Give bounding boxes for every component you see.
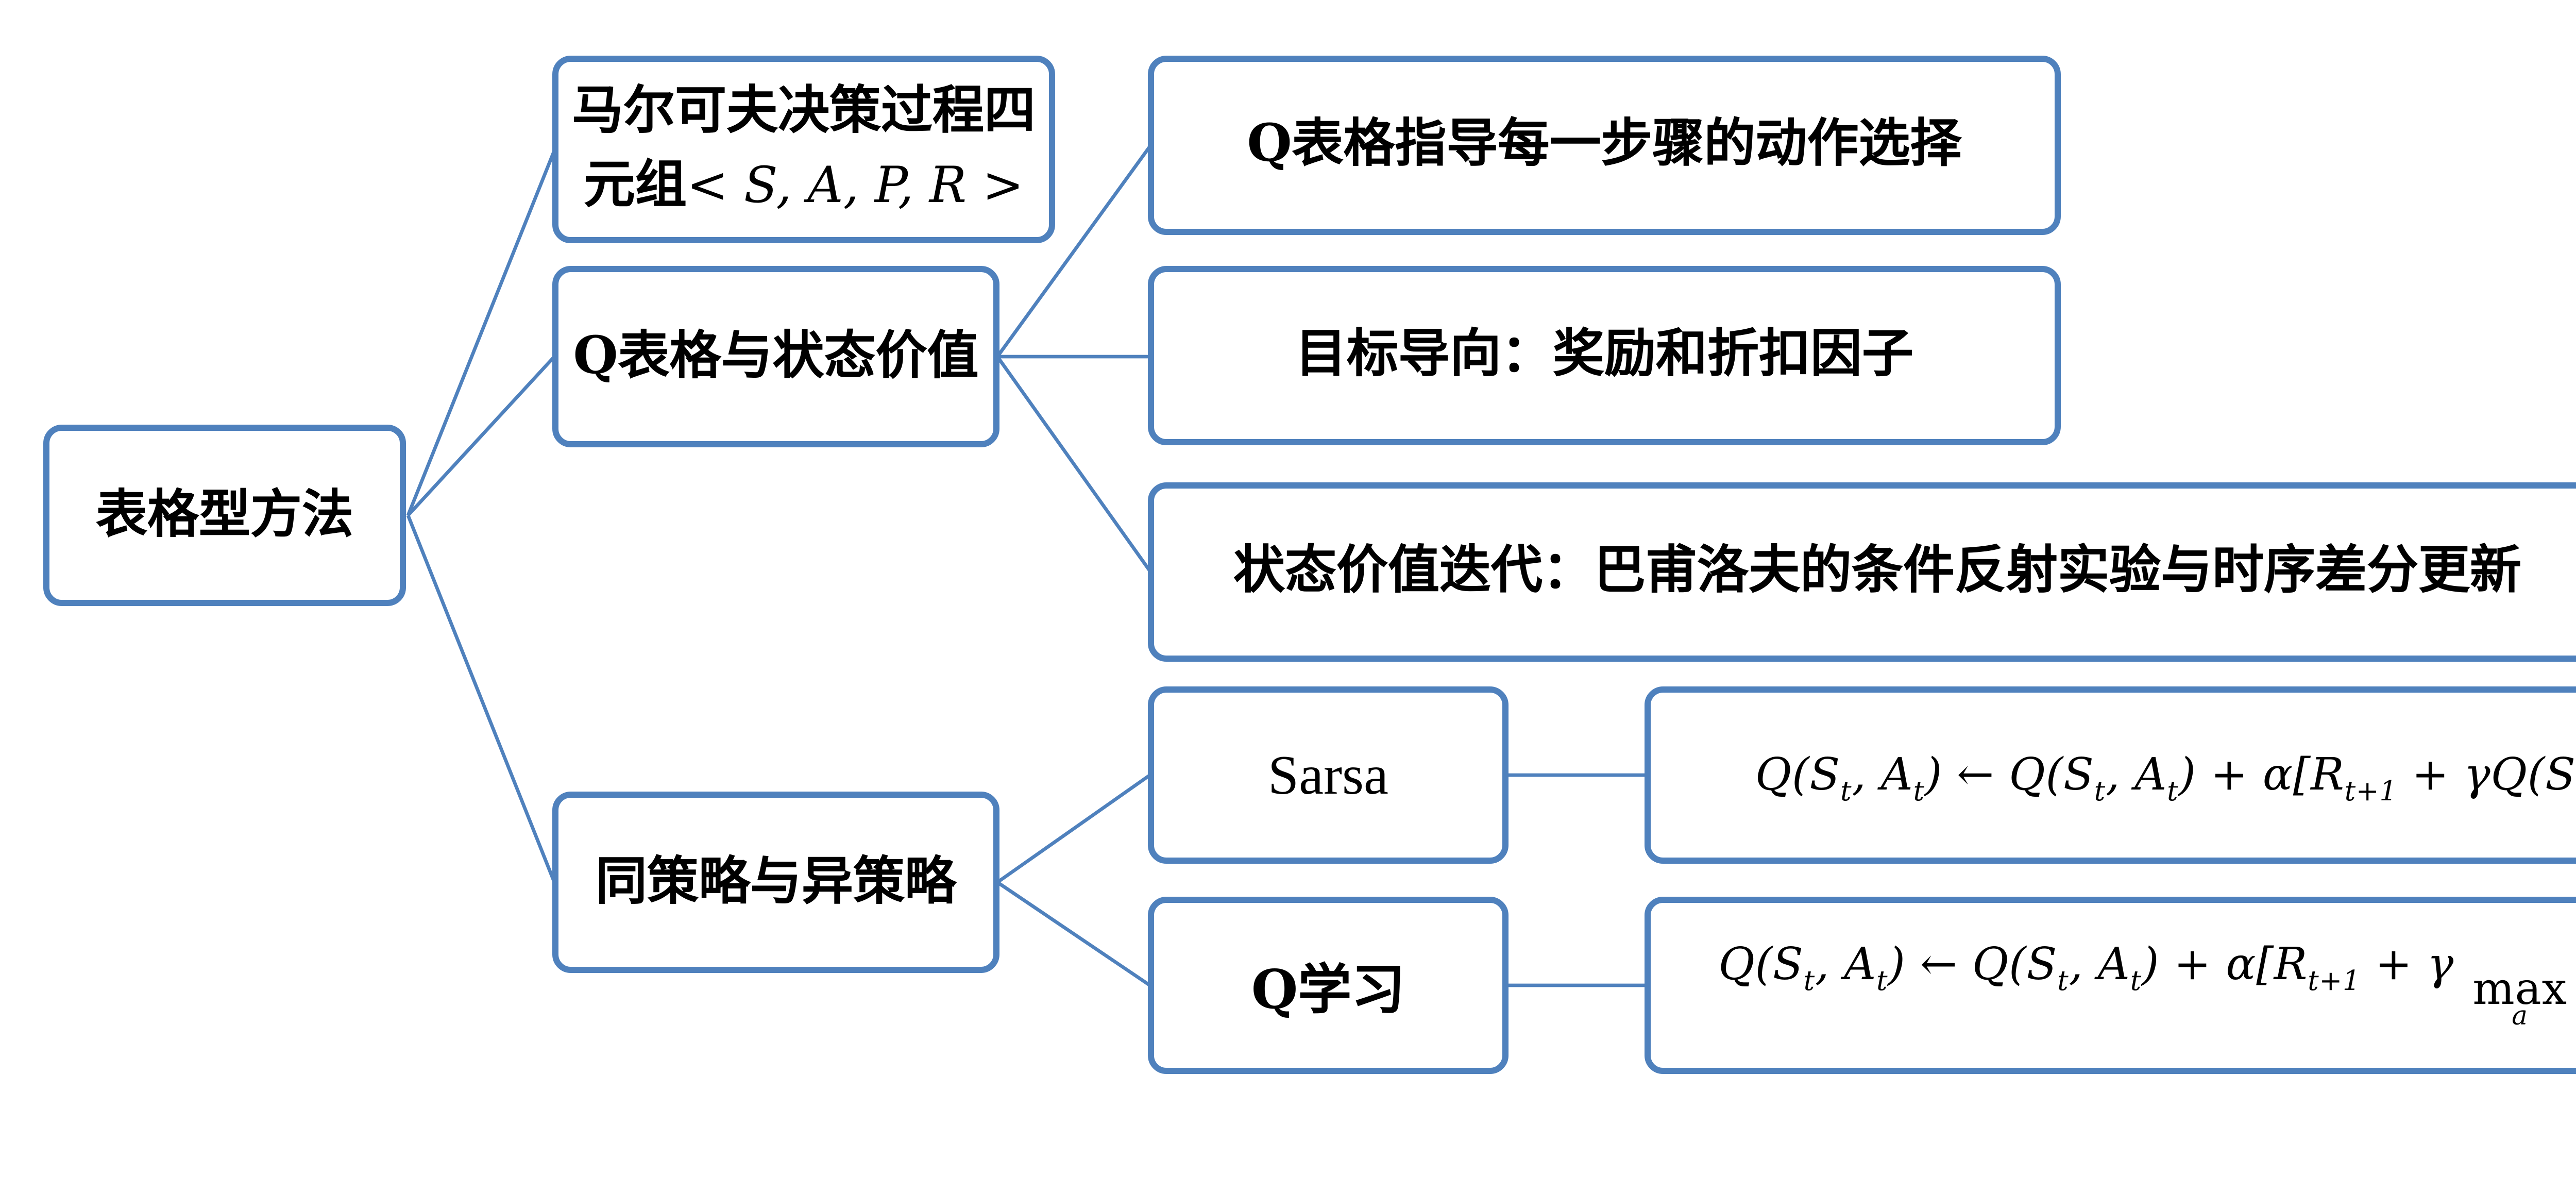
node-policy-label: 同策略与异策略: [595, 851, 956, 911]
sarsa-update-formula: Q(St, At) ← Q(St, At) + α[Rt+1 + γQ(St+1…: [1755, 749, 2576, 808]
node-sarsa-update-formula: Q(St, At) ← Q(St, At) + α[Rt+1 + γQ(St+1…: [1645, 686, 2576, 864]
node-value-iteration: 状态价值迭代：巴甫洛夫的条件反射实验与时序差分更新: [1148, 482, 2576, 662]
connector-policy-sarsa: [996, 774, 1151, 884]
node-qlearning-label: Q学习: [1251, 960, 1405, 1021]
node-goal-oriented: 目标导向：奖励和折扣因子: [1148, 266, 2061, 445]
connector-policy-qlearning: [996, 881, 1151, 987]
node-mdp-line1: 马尔可夫决策过程四: [571, 79, 1036, 139]
node-q-guides-actions-label: Q表格指导每一步骤的动作选择: [1247, 114, 1962, 174]
node-on-off-policy: 同策略与异策略: [552, 792, 999, 973]
node-mdp-line2-math: < S, A, P, R >: [686, 156, 1024, 213]
node-q-guides-actions: Q表格指导每一步骤的动作选择: [1148, 56, 2061, 235]
node-sarsa-label: Sarsa: [1268, 743, 1388, 805]
node-qlearning: Q学习: [1148, 897, 1509, 1074]
node-root-label: 表格型方法: [95, 484, 353, 544]
connector-root-policy: [406, 514, 556, 883]
node-root-tabular-methods: 表格型方法: [43, 425, 406, 606]
connector-root-qtable: [406, 355, 556, 517]
node-sarsa: Sarsa: [1148, 686, 1509, 864]
node-mdp-quadruple: 马尔可夫决策过程四 元组< S, A, P, R >: [552, 56, 1055, 243]
node-qtable-label: Q表格与状态价值: [573, 325, 979, 385]
connector-root-mdp: [406, 149, 556, 516]
node-value-iteration-label: 状态价值迭代：巴甫洛夫的条件反射实验与时序差分更新: [1233, 541, 2521, 600]
node-mdp-line2: 元组< S, A, P, R >: [584, 147, 1024, 228]
node-mdp-line2-prefix: 元组: [583, 154, 687, 213]
node-qtable-state-value: Q表格与状态价值: [552, 266, 999, 447]
node-goal-oriented-label: 目标导向：奖励和折扣因子: [1295, 324, 1913, 384]
connector-qtable-action-selection: [996, 145, 1151, 358]
connector-qtable-value-iteration: [996, 356, 1151, 572]
